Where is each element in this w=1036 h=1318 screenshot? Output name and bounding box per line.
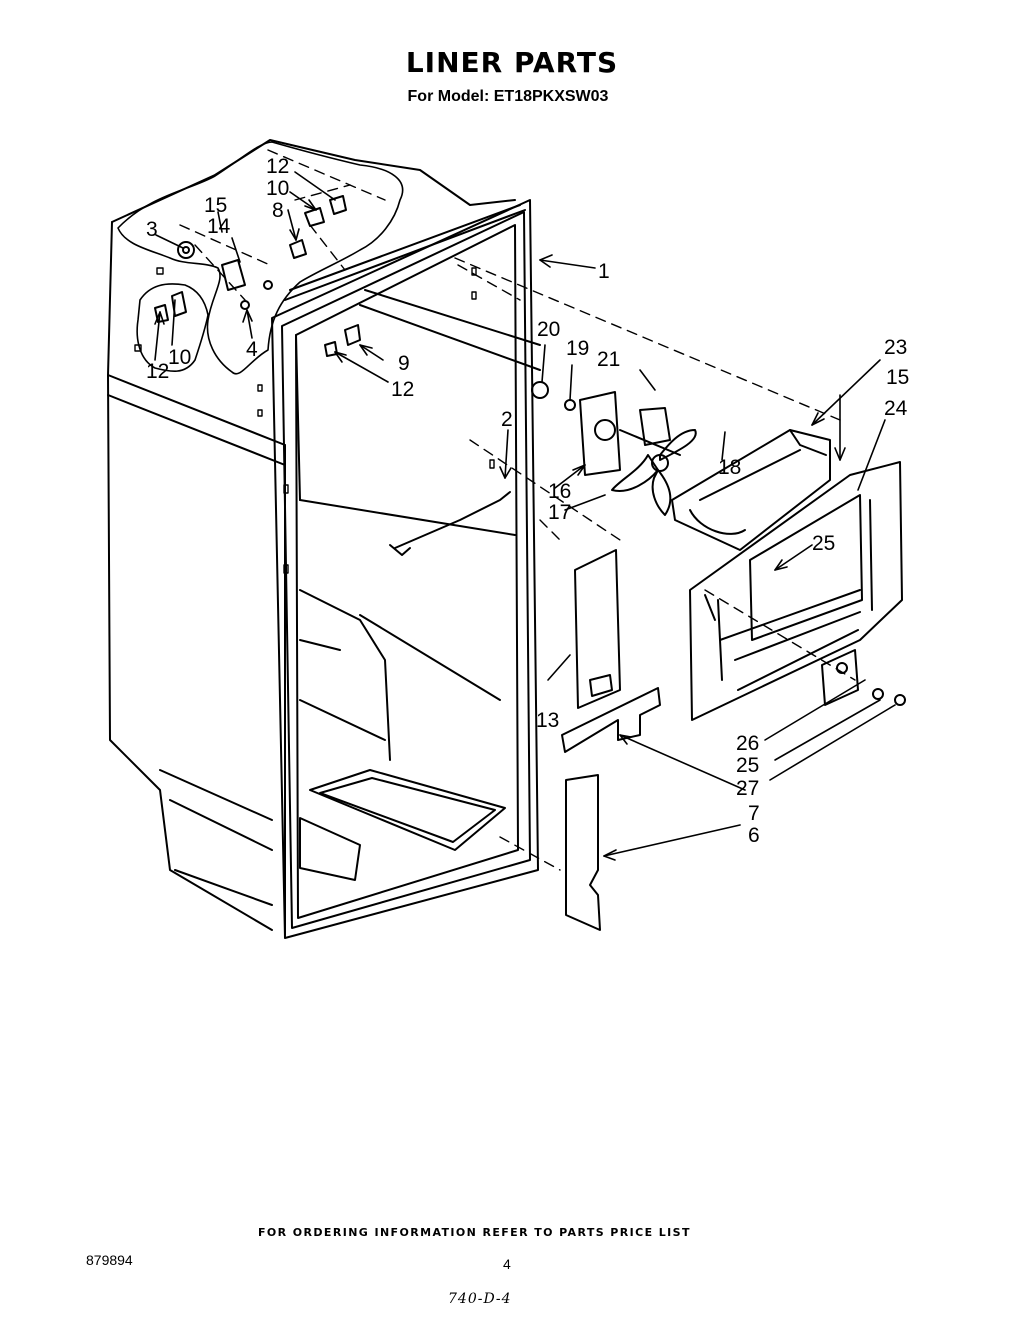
fan-shroud	[671, 429, 831, 551]
duct-panel	[574, 549, 621, 709]
liner-front-frame	[271, 199, 541, 939]
cutaway-upper	[117, 141, 404, 375]
handwritten-note: 740-D-4	[448, 1291, 512, 1307]
liner-holes	[134, 267, 495, 574]
fan-motor	[531, 381, 697, 516]
callout-2: 2	[501, 408, 513, 431]
callout-23: 23	[884, 336, 907, 359]
callout-19: 19	[566, 337, 589, 360]
callout-15-right: 15	[886, 366, 909, 389]
callout-13: 13	[536, 709, 559, 732]
callout-17: 17	[548, 501, 571, 524]
assembly-lines	[179, 149, 856, 871]
cover-plate	[821, 649, 906, 706]
callout-12-front: 12	[391, 378, 414, 401]
callout-7: 7	[748, 802, 760, 825]
callout-10-upper: 10	[266, 177, 289, 200]
callout-26: 26	[736, 732, 759, 755]
page-title: LINER PARTS	[405, 46, 619, 79]
callout-1: 1	[598, 260, 610, 283]
model-subtitle: For Model: ET18PKXSW03	[407, 88, 609, 105]
callout-20: 20	[537, 318, 560, 341]
callout-24: 24	[884, 397, 908, 420]
callout-leaders	[154, 171, 896, 861]
callout-3: 3	[146, 218, 158, 241]
page-number: 4	[503, 1256, 511, 1272]
callout-6: 6	[748, 824, 760, 847]
heater-harness	[389, 491, 511, 556]
callout-9: 9	[398, 352, 410, 375]
callout-16: 16	[548, 480, 571, 503]
damper-bracket	[561, 687, 661, 753]
callout-18: 18	[718, 456, 741, 479]
air-channel	[565, 774, 601, 931]
callout-27: 27	[736, 777, 759, 800]
evaporator-cover	[689, 461, 903, 721]
callout-12-left: 12	[146, 360, 169, 383]
callout-21: 21	[597, 348, 620, 371]
callout-10-left: 10	[168, 346, 191, 369]
callout-14: 14	[207, 215, 231, 238]
liner-shell	[107, 139, 516, 936]
ordering-note: FOR ORDERING INFORMATION REFER TO PARTS …	[258, 1226, 691, 1239]
callout-25-lower: 25	[736, 754, 759, 777]
callout-25-upper: 25	[812, 532, 835, 555]
callout-4: 4	[246, 338, 258, 361]
callout-12-upper: 12	[266, 155, 289, 178]
callout-15-upper: 15	[204, 194, 227, 217]
callout-labels: 1 2 3 4 6 7 8 9 10 10 12 12 12 13 14 15 …	[146, 155, 909, 847]
callout-8: 8	[272, 199, 284, 222]
document-number: 879894	[86, 1252, 133, 1268]
